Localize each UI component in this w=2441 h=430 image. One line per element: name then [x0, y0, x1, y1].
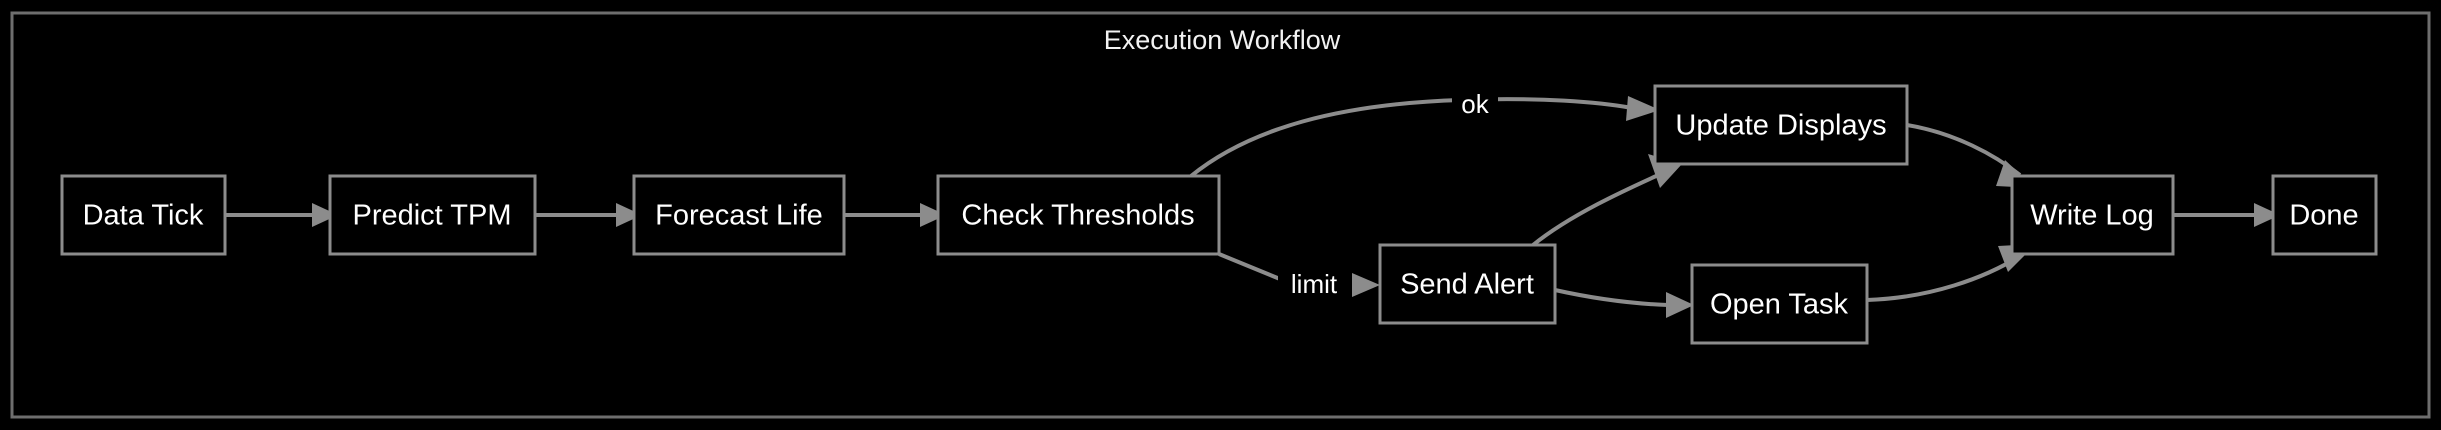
node-check-thresholds[interactable]: Check Thresholds	[936, 174, 1221, 256]
node-forecast-life-box[interactable]	[632, 174, 846, 256]
node-open-task-label: Open Task	[1710, 289, 1849, 321]
edge-label-limit-text: limit	[1291, 269, 1338, 299]
node-update-displays[interactable]: Update Displays	[1653, 84, 1909, 166]
node-forecast-life-label: Forecast Life	[655, 200, 823, 232]
node-write-log-label: Write Log	[2030, 200, 2154, 232]
node-predict-tpm[interactable]: Predict TPM	[328, 174, 537, 256]
edge-label-ok: ok	[1452, 89, 1498, 121]
node-open-task[interactable]: Open Task	[1690, 263, 1869, 345]
node-send-alert[interactable]: Send Alert	[1378, 243, 1557, 325]
node-update-displays-label: Update Displays	[1675, 110, 1886, 142]
cluster-frame	[10, 11, 2431, 419]
edge-label-ok-text: ok	[1461, 89, 1489, 119]
node-send-alert-label: Send Alert	[1400, 269, 1534, 301]
node-predict-tpm-label: Predict TPM	[352, 200, 511, 232]
node-done[interactable]: Done	[2271, 174, 2378, 256]
node-write-log-box[interactable]	[2010, 174, 2175, 256]
node-data-tick-box[interactable]	[60, 174, 227, 256]
edge-check-thresholds-to-update-displays	[1189, 96, 1660, 178]
node-forecast-life[interactable]: Forecast Life	[632, 174, 846, 256]
edge-label-limit: limit	[1278, 268, 1350, 302]
edge-send-alert-to-update-displays	[1531, 154, 1682, 247]
edge-forecast-life-to-check-thresholds	[844, 203, 946, 227]
node-done-label: Done	[2289, 200, 2358, 232]
node-check-thresholds-label: Check Thresholds	[961, 200, 1194, 232]
edge-write-log-to-done	[2173, 203, 2280, 227]
node-data-tick[interactable]: Data Tick	[60, 174, 227, 256]
node-data-tick-label: Data Tick	[83, 200, 204, 232]
node-done-box[interactable]	[2271, 174, 2378, 256]
node-predict-tpm-box[interactable]	[328, 174, 537, 256]
node-open-task-box[interactable]	[1690, 263, 1869, 345]
node-send-alert-box[interactable]	[1378, 243, 1557, 325]
node-write-log[interactable]: Write Log	[2010, 174, 2175, 256]
cluster-title: Execution Workflow	[1104, 25, 1341, 55]
node-check-thresholds-box[interactable]	[936, 174, 1221, 256]
edge-data-tick-to-predict-tpm	[225, 203, 338, 227]
edge-predict-tpm-to-forecast-life	[535, 203, 642, 227]
node-update-displays-box[interactable]	[1653, 84, 1909, 166]
edge-send-alert-to-open-task	[1554, 288, 1694, 318]
